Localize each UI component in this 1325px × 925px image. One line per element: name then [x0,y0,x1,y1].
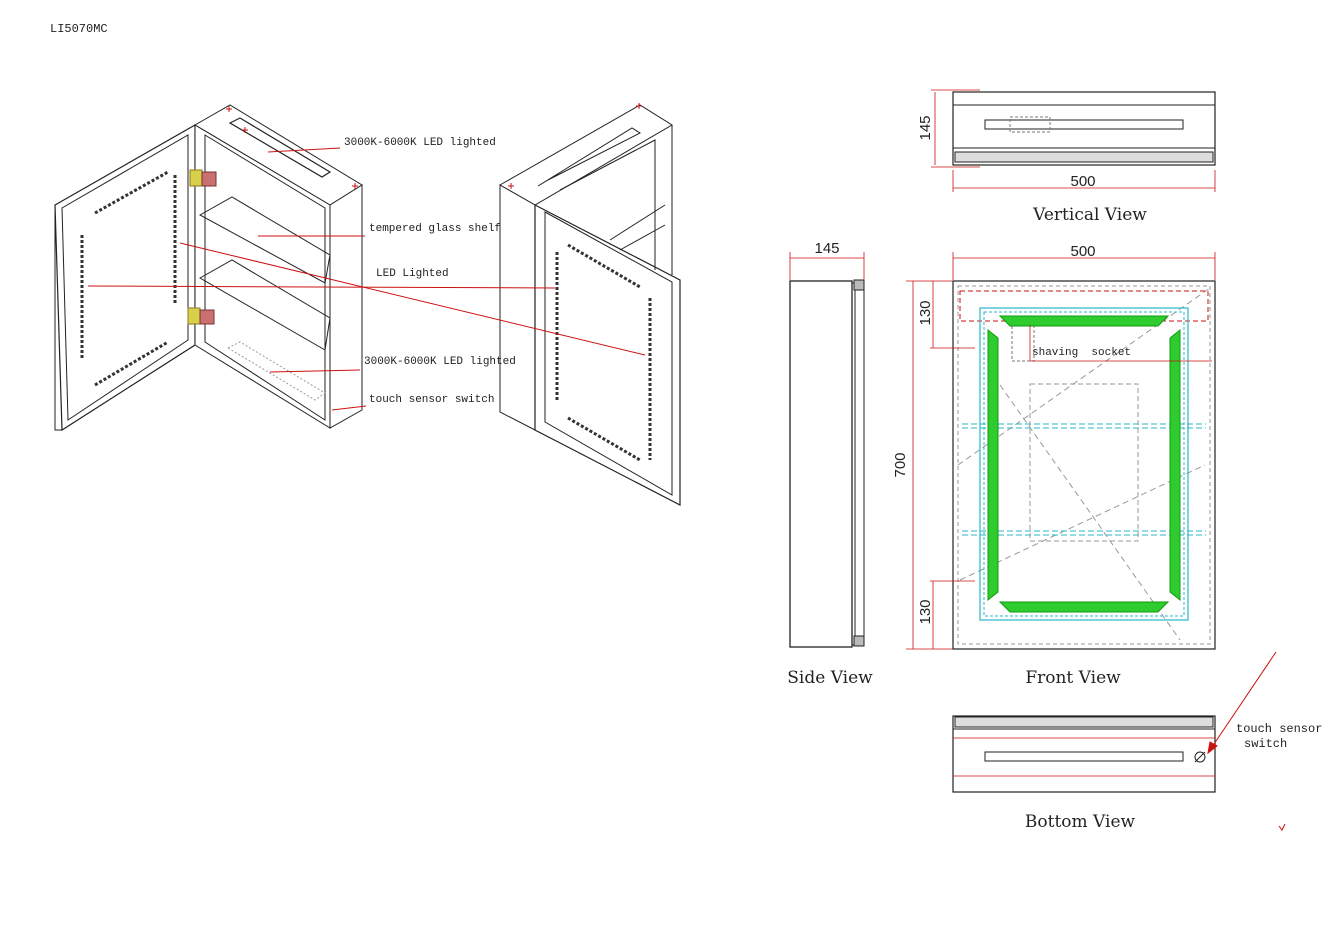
side-view-label: Side View [787,668,873,688]
bottom-view-label: Bottom View [1025,812,1136,832]
closed-side [499,184,536,431]
vertical-view [931,89,1216,192]
callout-leaders [87,147,646,411]
callout-glass-shelf: tempered glass shelf [369,223,501,235]
front-led-strips [987,315,1181,613]
glass-shelf-upper [198,196,331,284]
door-led-strips [80,170,177,387]
front-view [906,252,1216,650]
closed-front [534,204,681,506]
front-view-label: Front View [1025,668,1121,688]
touch-sensor-icon [1194,751,1206,763]
bottom-view [952,651,1286,831]
hinge-lower [187,307,215,325]
callout-led-lighted: LED Lighted [376,268,449,280]
vertical-dim-width: 500 [1070,173,1095,190]
cabinet-interior [194,124,331,429]
hinge-upper [189,169,217,187]
bottom-touch-label-2: switch [1244,737,1287,751]
front-dim-width: 500 [1070,243,1095,260]
shaving-socket-label: shaving socket [1032,347,1131,359]
front-dim-height: 700 [892,452,909,477]
front-dim-top: 130 [917,300,934,325]
vertical-view-label: Vertical View [1032,205,1147,225]
model-code: LI5070MC [50,22,108,36]
iso-closed-cabinet [498,103,681,506]
callout-top-led: 3000K-6000K LED lighted [344,137,496,149]
cabinet-side [329,184,363,429]
closed-door-led-strips [555,243,652,462]
callout-touch-switch: touch sensor switch [369,394,494,406]
side-dim-depth: 145 [814,240,839,257]
closed-top [498,104,673,206]
callout-bottom-led: 3000K-6000K LED lighted [364,356,516,368]
iso-open-cabinet [54,104,363,432]
side-view [789,252,865,648]
glass-shelf-lower [198,259,331,351]
front-dim-bottom: 130 [917,599,934,624]
bottom-touch-label-1: touch sensor [1236,722,1322,736]
vertical-dim-depth: 145 [917,115,934,140]
